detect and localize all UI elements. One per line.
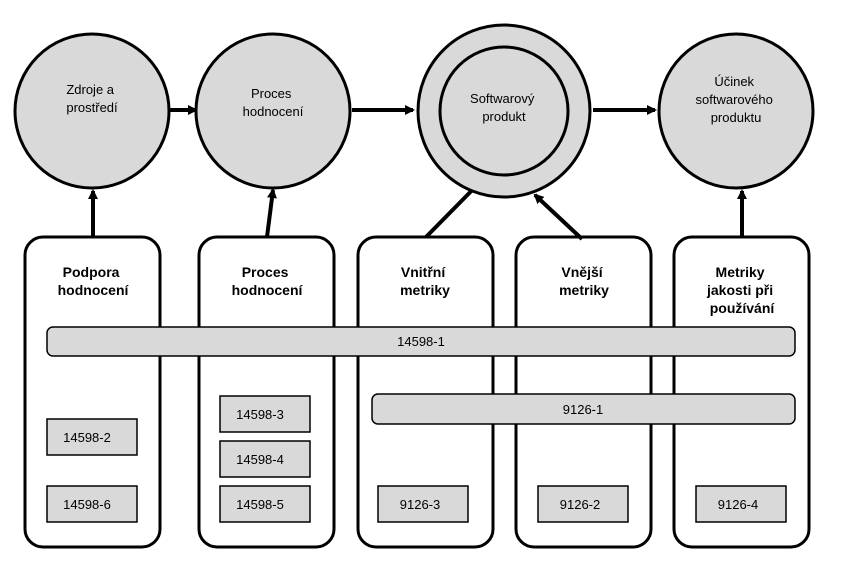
bar-label: 9126-1 xyxy=(563,402,603,417)
standard-box xyxy=(46,485,138,523)
standard-box xyxy=(537,485,629,523)
column-box xyxy=(514,235,653,549)
standard-label: 14598-3 xyxy=(236,407,284,422)
column-box xyxy=(356,235,495,549)
influence-arrow xyxy=(533,193,584,241)
process-circle xyxy=(194,32,352,190)
shared-standard-bar xyxy=(371,393,796,425)
shared-standard-bar xyxy=(46,326,796,357)
circle-label: Účinek softwarového produktu xyxy=(696,74,777,125)
circle-label: Softwarový produkt xyxy=(470,91,538,124)
standard-box xyxy=(695,485,787,523)
standard-label: 14598-6 xyxy=(63,497,111,512)
standard-box xyxy=(219,395,311,433)
influence-arrow xyxy=(265,188,277,238)
source-circle xyxy=(13,32,171,190)
standard-label: 14598-2 xyxy=(63,430,111,445)
effect-circle xyxy=(657,32,815,190)
circle-label: Proces hodnocení xyxy=(243,86,304,119)
standard-box xyxy=(219,485,311,523)
standard-label: 14598-4 xyxy=(236,452,284,467)
column-title: Vnější metriky xyxy=(559,264,609,298)
standard-box xyxy=(219,440,311,478)
circle-label: Zdroje a prostředí xyxy=(66,82,118,115)
bar-label: 14598-1 xyxy=(397,334,445,349)
column-title: Vnitřní metriky xyxy=(400,264,450,298)
column-title: Proces hodnocení xyxy=(232,264,304,298)
standard-label: 9126-2 xyxy=(560,497,600,512)
standard-label: 9126-4 xyxy=(718,497,758,512)
standard-label: 14598-5 xyxy=(236,497,284,512)
standard-box xyxy=(377,485,469,523)
standard-box xyxy=(46,418,138,456)
column-title: Podpora hodnocení xyxy=(58,264,130,298)
product-inner-circle xyxy=(438,45,570,177)
column-title: Metriky jakosti při používání xyxy=(706,264,777,316)
standard-label: 9126-3 xyxy=(400,497,440,512)
